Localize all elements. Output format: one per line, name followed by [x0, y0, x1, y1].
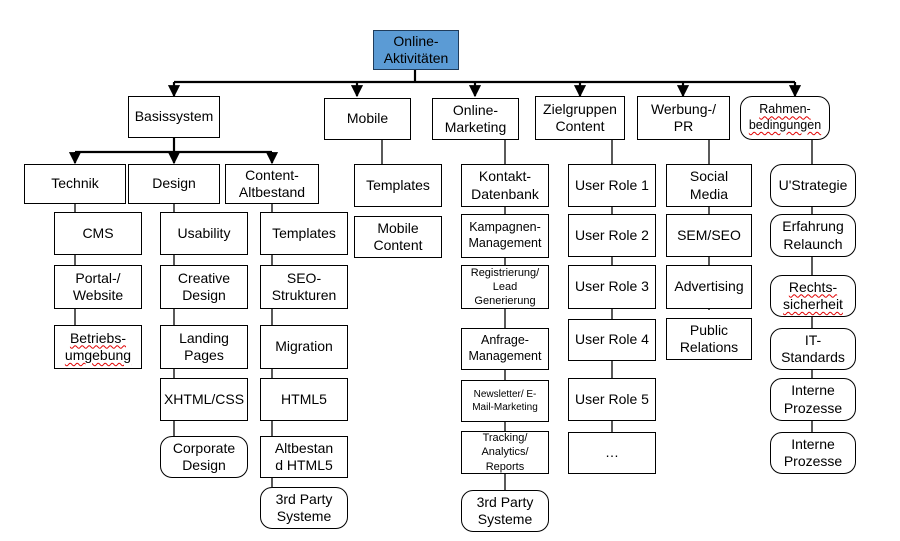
node-user-role-2: User Role 2 — [568, 214, 656, 257]
node-mobile: Mobile — [324, 98, 411, 140]
node-root: Online- Aktivitäten — [373, 30, 459, 70]
node-corporate-design: Corporate Design — [160, 436, 248, 478]
node-3rd-party-systeme: 3rd Party Systeme — [260, 487, 348, 529]
node-zielgruppen-content: Zielgruppen Content — [535, 96, 625, 140]
node-creative-design: Creative Design — [160, 265, 248, 309]
node-erfahrung-relaunch: Erfahrung Relaunch — [770, 214, 856, 257]
node-user-role-1: User Role 1 — [568, 164, 656, 207]
node-betriebsumgebung: Betriebs- umgebung — [54, 325, 142, 369]
node-werbung-pr: Werbung-/ PR — [637, 96, 730, 140]
node-technik: Technik — [24, 164, 126, 204]
node-cms: CMS — [54, 212, 142, 255]
node-portal-website: Portal-/ Website — [54, 265, 142, 309]
node-kontakt-datenbank: Kontakt- Datenbank — [461, 164, 549, 207]
node-user-role-3: User Role 3 — [568, 265, 656, 309]
node-sem-seo: SEM/SEO — [666, 214, 752, 257]
node-anfrage-management: Anfrage- Management — [461, 328, 549, 370]
node-rahmenbedingungen: Rahmen- bedingungen — [740, 96, 830, 140]
node-social-media: Social Media — [666, 164, 752, 207]
node-landing-pages: Landing Pages — [160, 325, 248, 369]
node-interne-prozesse-1: Interne Prozesse — [770, 378, 856, 421]
node-templates: Templates — [260, 212, 348, 255]
node-altbestand-html5: Altbestan d HTML5 — [260, 436, 348, 478]
node-3rd-party-systeme-marketing: 3rd Party Systeme — [461, 490, 549, 532]
node-kampagnen-management: Kampagnen- Management — [461, 214, 549, 258]
node-mobile-templates: Templates — [354, 164, 442, 207]
node-it-standards: IT-Standards — [770, 328, 856, 370]
node-xhtml-css: XHTML/CSS — [160, 378, 248, 421]
node-content-altbestand: Content- Altbestand — [225, 164, 319, 204]
node-design: Design — [128, 164, 220, 204]
node-migration: Migration — [260, 325, 348, 369]
node-public-relations: Public Relations — [666, 318, 752, 360]
node-advertising: Advertising — [666, 265, 752, 309]
node-basissystem: Basissystem — [128, 96, 220, 138]
node-newsletter-email: Newsletter/ E- Mail-Marketing — [461, 380, 549, 422]
node-user-role-4: User Role 4 — [568, 319, 656, 361]
node-usability: Usability — [160, 212, 248, 255]
node-rechtssicherheit: Rechts- sicherheit — [770, 275, 856, 317]
node-mobile-content: Mobile Content — [354, 216, 442, 258]
node-seo-strukturen: SEO- Strukturen — [260, 265, 348, 309]
node-ustrategie: U'Strategie — [770, 164, 856, 207]
node-tracking-analytics: Tracking/ Analytics/ Reports — [461, 431, 549, 474]
node-html5: HTML5 — [260, 378, 348, 421]
node-registrierung-lead: Registrierung/ Lead Generierung — [461, 265, 549, 309]
node-user-role-5: User Role 5 — [568, 378, 656, 421]
node-interne-prozesse-2: Interne Prozesse — [770, 432, 856, 474]
node-online-marketing: Online- Marketing — [432, 98, 519, 140]
node-more-roles: … — [568, 432, 656, 474]
